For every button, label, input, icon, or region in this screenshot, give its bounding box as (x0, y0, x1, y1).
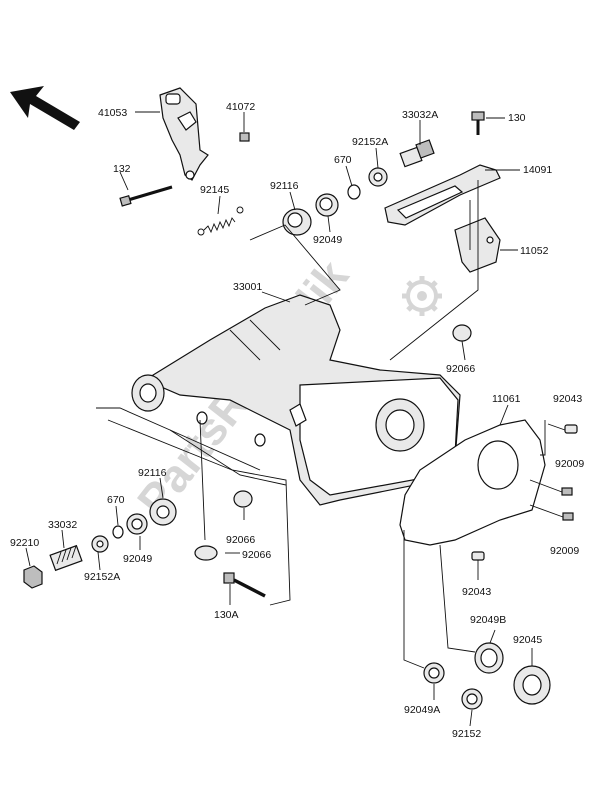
label-92152A-top: 92152A (352, 136, 388, 148)
label-92009-b: 92009 (550, 545, 579, 557)
label-92049B: 92049B (470, 614, 506, 626)
label-92049-top: 92049 (313, 234, 342, 246)
label-33032A: 33032A (402, 109, 438, 121)
part-92116-bearing-top (282, 208, 312, 236)
label-670-top: 670 (334, 154, 352, 166)
label-11061: 11061 (492, 393, 521, 405)
part-33001-swingarm (131, 294, 461, 506)
part-92045-bearing (513, 665, 551, 705)
label-92066-mid2: 92066 (242, 549, 271, 561)
gear-icon (402, 276, 442, 316)
part-14091-chain-guard (384, 164, 501, 226)
part-92152A-collar-top (368, 167, 388, 187)
label-92009-a: 92009 (555, 458, 584, 470)
part-132-bolt (119, 185, 173, 207)
label-92049-mid: 92049 (123, 553, 152, 565)
label-92066-right: 92066 (446, 363, 475, 375)
label-92145: 92145 (200, 184, 229, 196)
part-130-bolt-top (471, 111, 485, 135)
label-92116-mid: 92116 (138, 467, 167, 479)
label-92116-top: 92116 (270, 180, 299, 192)
part-92049-seal-mid (126, 513, 148, 535)
part-670-circlip-mid (112, 525, 124, 539)
part-41072-nut (239, 132, 250, 142)
part-92116-bearing-mid (149, 498, 177, 526)
label-92043-bot: 92043 (462, 586, 491, 598)
part-92043-pin-bottom (471, 551, 485, 561)
part-92009-screw-b (562, 512, 574, 521)
part-92049B-seal (474, 642, 504, 674)
label-130: 130 (508, 112, 526, 124)
label-92066-mid1: 92066 (226, 534, 255, 546)
label-14091: 14091 (523, 164, 552, 176)
label-92152: 92152 (452, 728, 481, 740)
label-92049A: 92049A (404, 704, 440, 716)
part-33032A-adjuster (399, 139, 435, 168)
part-92049-seal-top (315, 193, 339, 217)
part-92043-pin-top (564, 424, 578, 434)
part-92152A-collar-mid (91, 535, 109, 553)
label-41053: 41053 (98, 107, 127, 119)
leader-lines (25, 111, 566, 727)
label-92210: 92210 (10, 537, 39, 549)
part-92066-cap-mid2 (194, 545, 218, 561)
part-670-circlip-top (347, 184, 361, 200)
label-33001: 33001 (233, 281, 262, 293)
label-130A: 130A (214, 609, 239, 621)
label-670-mid: 670 (107, 494, 125, 506)
label-11052: 11052 (520, 245, 549, 257)
part-11061-gasket (399, 419, 546, 546)
part-92152-collar (461, 688, 483, 710)
label-92043-top: 92043 (553, 393, 582, 405)
part-92066-cap-right (452, 324, 472, 342)
part-11052-bracket (454, 217, 501, 273)
part-33032-adjuster (49, 544, 83, 572)
part-labels: 41053 41072 132 92145 33032A 130 92152A … (10, 101, 584, 740)
front-arrow-icon (10, 86, 80, 130)
label-92045: 92045 (513, 634, 542, 646)
part-92210-nut (23, 565, 43, 589)
part-92066-cap-mid1 (233, 490, 253, 508)
label-33032: 33032 (48, 519, 77, 531)
part-41053-chain-slider (159, 87, 209, 181)
part-92145-spring (197, 206, 244, 236)
part-130A-bolt (223, 572, 266, 598)
label-92152A-mid: 92152A (84, 571, 120, 583)
part-92009-screw-a (561, 487, 573, 496)
label-132: 132 (113, 163, 131, 175)
part-92049A-seal (423, 662, 445, 684)
label-41072: 41072 (226, 101, 255, 113)
